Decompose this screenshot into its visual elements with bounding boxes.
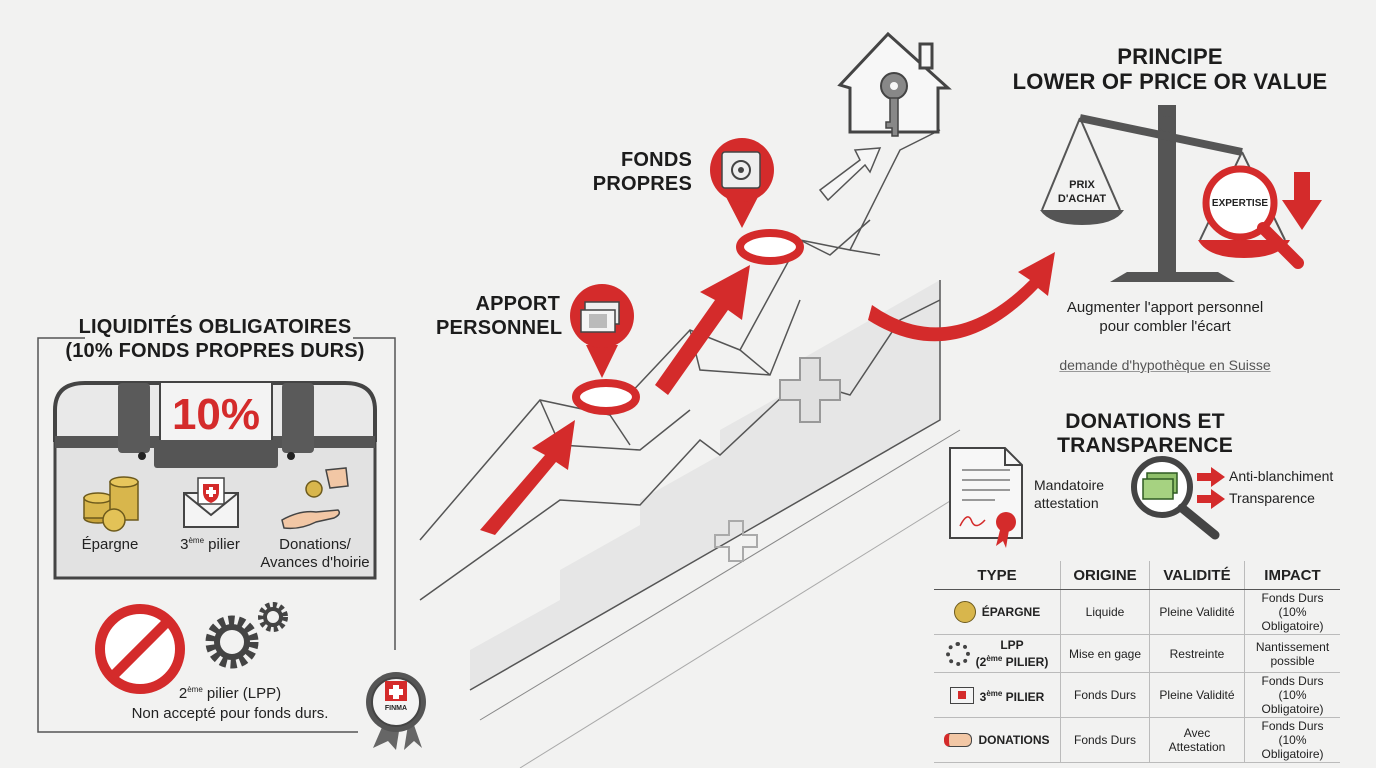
magnifier-icon	[1202, 165, 1304, 269]
liquidites-frame	[37, 337, 358, 733]
white-arrow	[818, 147, 882, 202]
swiss-cross-icon	[779, 357, 841, 423]
down-arrow-icon	[1282, 172, 1322, 230]
prix-achat-label: PRIX D'ACHAT	[1057, 179, 1107, 205]
hand-coin-icon	[281, 467, 349, 530]
fonds-ring	[736, 229, 804, 265]
pilier3-label: 3ème pilier	[180, 536, 240, 553]
liquidites-title: LIQUIDITÉS OBLIGATOIRES (10% FONDS PROPR…	[65, 316, 365, 362]
col-origine: ORIGINE	[1060, 561, 1150, 590]
handshake-icon	[944, 733, 973, 747]
balance-scale-icon	[1040, 105, 1290, 282]
coins-icon	[83, 476, 139, 532]
red-arrow-2	[655, 265, 750, 395]
table-row: 3ème PILIER Fonds Durs Pleine Validité F…	[934, 672, 1340, 718]
finma-badge-text: FINMA	[384, 705, 408, 712]
apport-ring	[572, 379, 640, 415]
lpp-note: 2ème pilier (LPP) Non accepté pour fonds…	[131, 685, 329, 722]
table-row: ÉPARGNE Liquide Pleine Validité Fonds Du…	[934, 589, 1340, 635]
prohibited-icon	[95, 604, 185, 694]
expertise-label: EXPERTISE	[1211, 198, 1269, 209]
anti-blanchiment-text: Anti-blanchiment	[1229, 468, 1334, 484]
house-key-icon	[837, 31, 952, 137]
gears-icon	[205, 602, 288, 669]
gears-icon	[945, 641, 970, 666]
principe-caption: Augmenter l'apport personnel pour comble…	[1066, 299, 1264, 335]
coins-icon	[953, 601, 976, 623]
red-arrow-1	[480, 420, 575, 535]
apport-label: APPORT PERSONNEL	[436, 293, 563, 339]
col-type: TYPE	[934, 561, 1061, 590]
principe-title: PRINCIPE LOWER OF PRICE OR VALUE	[1012, 44, 1328, 94]
sources-table: TYPE ORIGINE VALIDITÉ IMPACT ÉPARGNE Liq…	[934, 561, 1340, 763]
staircase	[419, 129, 1001, 768]
donations-title: DONATIONS ET TRANSPARENCE	[1057, 410, 1233, 457]
certificate-icon	[949, 447, 1023, 548]
col-validite: VALIDITÉ	[1149, 561, 1245, 590]
treasure-chest-icon	[53, 381, 377, 580]
swiss-envelope-icon	[183, 477, 239, 528]
curved-red-arrow	[868, 252, 1055, 342]
money-magnifier-icon	[1131, 456, 1225, 540]
transparence-text: Transparence	[1229, 490, 1315, 506]
col-impact: IMPACT	[1244, 561, 1340, 590]
percent-label: 10%	[171, 390, 261, 439]
cash-pin-icon	[570, 284, 634, 378]
fonds-label: FONDS PROPRES	[592, 149, 692, 195]
donations-label: Donations/ Avances d'hoirie	[260, 536, 370, 571]
table-row: LPP(2ème PILIER) Mise en gage Restreinte…	[934, 634, 1340, 673]
finma-badge-icon	[366, 672, 426, 750]
safe-pin-icon	[710, 138, 774, 228]
hypotheque-link[interactable]: demande d'hypothèque en Suisse	[1059, 357, 1271, 373]
epargne-label: Épargne	[81, 536, 139, 553]
attestation-text: Mandatoire attestation	[1034, 477, 1105, 511]
swiss-envelope-icon	[949, 686, 974, 704]
